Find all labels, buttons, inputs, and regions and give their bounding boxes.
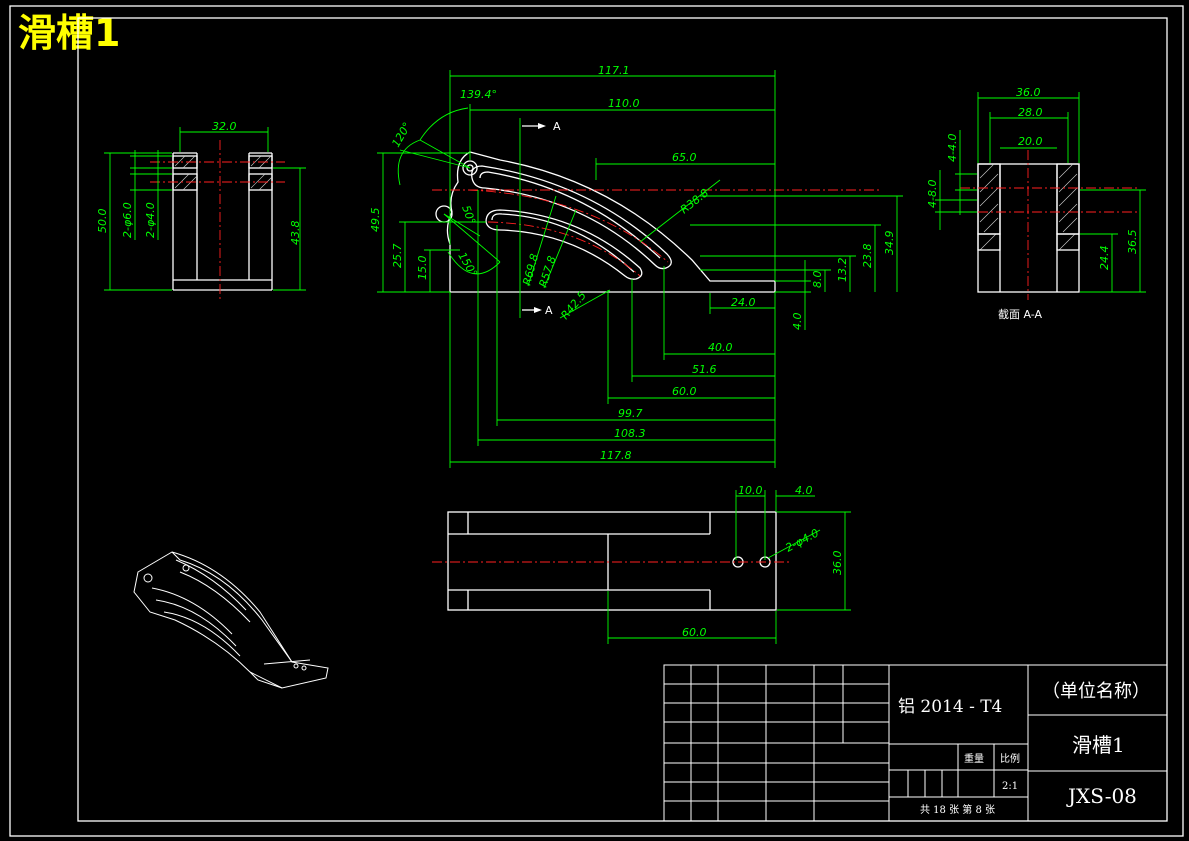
top-view: 10.0 4.0 2-φ4.0 36.0 60.0 [432,484,851,644]
outer-border [9,5,1184,837]
dim-117-8: 117.8 [600,449,632,462]
dim-60: 60.0 [672,385,697,398]
dim-50: 50.0 [96,209,109,234]
dim-65: 65.0 [672,151,697,164]
dim-4: 4.0 [791,313,804,331]
sec-dim-20: 20.0 [1018,135,1043,148]
inner-border [77,17,1168,822]
dim-32: 32.0 [212,120,237,133]
top-dim-36: 36.0 [831,551,844,576]
side-view: 32.0 50.0 2-φ6.0 2-φ4.0 43.8 [96,120,306,300]
dim-108-3: 108.3 [614,427,646,440]
drawing-number: JXS-08 [1066,784,1137,808]
part-name: 滑槽1 [1072,733,1125,757]
dim-24: 24.0 [731,296,756,309]
title-block [663,664,1168,822]
scale-value: 2:1 [1002,781,1018,792]
angle-150: 150° [455,250,480,279]
front-view: A A 117.1 110.0 65.0 139.4° 120° 150° 50… [369,64,903,468]
dim-117-1: 117.1 [598,64,630,77]
sec-dim-28: 28.0 [1018,106,1043,119]
dim-34-9: 34.9 [883,231,896,256]
hole-4: 2-φ4.0 [144,202,157,238]
top-dim-60: 60.0 [682,626,707,639]
dim-99-7: 99.7 [618,407,643,420]
top-dim-4: 4.0 [795,484,813,497]
dim-8: 8.0 [811,271,824,289]
dim-13-2: 13.2 [836,258,849,283]
isometric-view [133,551,329,689]
section-mark-top: A [553,120,561,133]
r-42-5: R42.5 [558,289,589,322]
sec-dim-24-4: 24.4 [1098,246,1111,271]
dim-51-6: 51.6 [692,363,717,376]
dim-110: 110.0 [608,97,640,110]
r-38-8: R38.8 [678,186,711,216]
dim-49-5: 49.5 [369,208,382,233]
section-label: 截面 A-A [998,307,1043,321]
dim-23-8: 23.8 [861,244,874,269]
weight-label: 重量 [964,752,984,765]
company-label: （单位名称） [1042,681,1150,702]
section-view: 截面 A-A 36.0 28.0 20.0 4-4.0 4-8.0 24.4 3… [926,86,1146,321]
material-label: 铝 2014 - T4 [898,697,1002,717]
section-mark-bottom: A [545,304,553,317]
sec-dim-36: 36.0 [1016,86,1041,99]
top-dim-10: 10.0 [738,484,763,497]
dim-15: 15.0 [416,256,429,281]
angle-139: 139.4° [460,88,497,101]
dim-40: 40.0 [708,341,733,354]
sec-dim-36-5: 36.5 [1126,230,1139,255]
sheet-count: 共 18 张 第 8 张 [920,803,995,816]
scale-label: 比例 [1000,752,1020,765]
dim-43-8: 43.8 [289,221,302,246]
dim-25-7: 25.7 [391,244,404,269]
sec-dim-4-4: 4-4.0 [946,134,959,162]
drawing-title: 滑槽1 [18,11,121,55]
hole-6: 2-φ6.0 [121,202,134,238]
angle-50: 50° [459,204,478,227]
sec-dim-4-8: 4-8.0 [926,180,939,208]
top-hole-4: 2-φ4.0 [783,526,821,554]
